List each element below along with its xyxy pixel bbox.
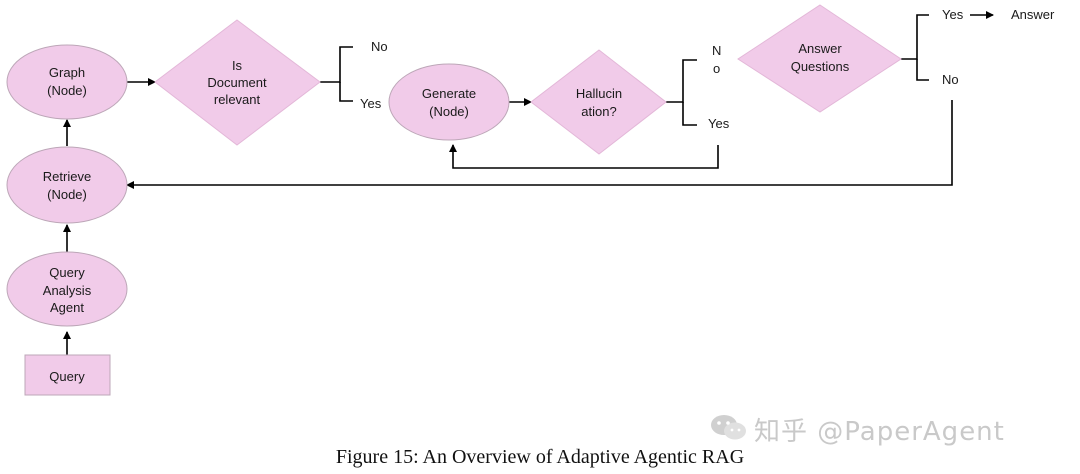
hallucination-no-label-2: o <box>713 61 720 76</box>
answer-questions-label-1: Answer <box>798 41 842 56</box>
generate-label-2: (Node) <box>429 104 469 119</box>
bracket-answer <box>901 14 929 60</box>
hallucination-decision: Hallucin ation? <box>530 49 667 155</box>
final-answer-label: Answer <box>1011 7 1055 22</box>
hallucination-no-label-1: N <box>712 43 721 58</box>
bracket-relevance-yes <box>339 82 353 102</box>
query-analysis-label-2: Analysis <box>43 283 92 298</box>
document-relevant-label-1: Is <box>232 58 243 73</box>
bracket-hallucination <box>666 59 697 103</box>
graph-label-2: (Node) <box>47 83 87 98</box>
generate-label-1: Generate <box>422 86 476 101</box>
hallucination-label-1: Hallucin <box>576 86 622 101</box>
query-analysis-label-1: Query <box>49 265 85 280</box>
document-relevant-decision: Is Document relevant <box>154 19 321 146</box>
watermark: 知乎 @PaperAgent <box>708 407 1058 447</box>
figure-caption: Figure 15: An Overview of Adaptive Agent… <box>335 446 745 468</box>
arrow-halluc-yes-to-generate <box>449 144 719 169</box>
answer-yes-label: Yes <box>942 7 964 22</box>
document-relevant-label-3: relevant <box>214 92 261 107</box>
arrow-answer-no-to-retrieve <box>126 100 953 189</box>
query-label: Query <box>49 369 85 384</box>
answer-questions-label-2: Questions <box>791 59 850 74</box>
retrieve-label-2: (Node) <box>47 187 87 202</box>
query-analysis-label-3: Agent <box>50 300 84 315</box>
relevance-no-label: No <box>371 39 388 54</box>
graph-label-1: Graph <box>49 65 85 80</box>
query-analysis-agent-node: Query Analysis Agent <box>6 251 128 327</box>
watermark-text: 知乎 @PaperAgent <box>754 417 1005 447</box>
retrieve-node: Retrieve (Node) <box>6 146 128 224</box>
bracket-relevance <box>320 46 353 83</box>
hallucination-label-2: ation? <box>581 104 616 119</box>
chat-bubbles-icon <box>711 415 746 440</box>
adaptive-rag-flowchart: Query Query Analysis Agent Retrieve (Nod… <box>6 4 1055 396</box>
relevance-yes-label: Yes <box>360 96 382 111</box>
query-node: Query <box>24 354 111 396</box>
document-relevant-label-2: Document <box>207 75 267 90</box>
bracket-answer-no <box>916 59 929 81</box>
bracket-hallucination-yes <box>682 102 697 126</box>
graph-node: Graph (Node) <box>6 44 128 120</box>
hallucination-yes-label: Yes <box>708 116 730 131</box>
answer-questions-decision: Answer Questions <box>737 4 902 113</box>
retrieve-label-1: Retrieve <box>43 169 91 184</box>
generate-node: Generate (Node) <box>388 63 510 141</box>
answer-no-label: No <box>942 72 959 87</box>
